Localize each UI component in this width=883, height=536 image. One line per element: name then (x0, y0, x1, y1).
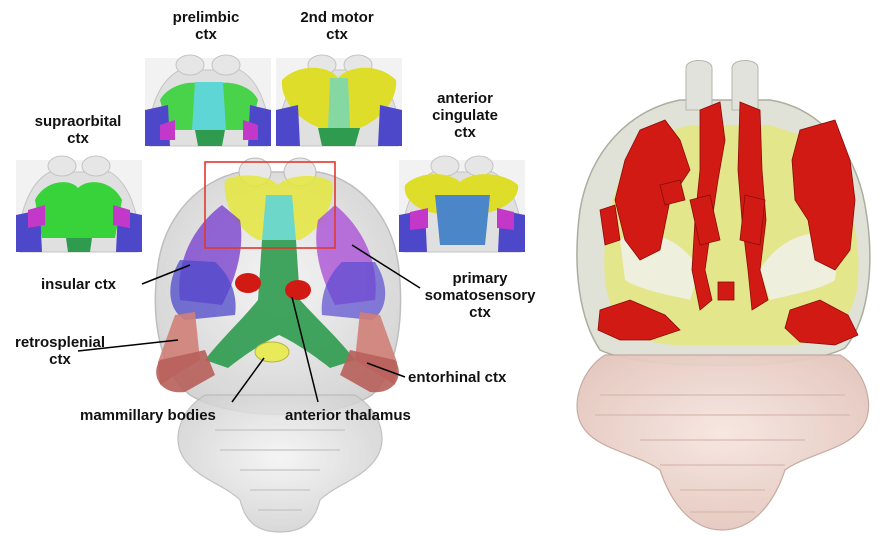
label-prelimbic: prelimbic ctx (156, 9, 256, 43)
label-anterior-cingulate: anterior cingulate ctx (415, 90, 515, 141)
inset-motor (276, 55, 402, 146)
label-anterior-cingulate-line1: anterior (415, 90, 515, 107)
main-thalamus-right (285, 280, 311, 300)
right-olfactory-right (732, 61, 758, 111)
label-entorhinal: entorhinal ctx (408, 369, 506, 386)
label-anterior-cingulate-line3: ctx (415, 124, 515, 141)
label-anterior-cingulate-line2: cingulate (415, 107, 515, 124)
label-2nd-motor-line1: 2nd motor (287, 9, 387, 26)
label-supraorbital: supraorbital ctx (18, 113, 138, 147)
main-prelimbic-region (262, 195, 296, 240)
label-2nd-motor-line2: ctx (287, 26, 387, 43)
label-primary-somatosensory-line3: ctx (412, 304, 548, 321)
label-2nd-motor: 2nd motor ctx (287, 9, 387, 43)
label-supraorbital-line1: supraorbital (18, 113, 138, 130)
label-retrosplenial-line2: ctx (4, 351, 116, 368)
inset-supraorbital (16, 156, 142, 252)
label-primary-somatosensory-line1: primary (412, 270, 548, 287)
label-anterior-thalamus: anterior thalamus (285, 407, 411, 424)
label-primary-somatosensory: primary somatosensory ctx (412, 270, 548, 321)
label-retrosplenial: retrosplenial ctx (4, 334, 116, 368)
label-prelimbic-line2: ctx (156, 26, 256, 43)
label-insular: insular ctx (41, 276, 116, 293)
label-prelimbic-line1: prelimbic (156, 9, 256, 26)
main-thalamus-left (235, 273, 261, 293)
right-brain (577, 61, 870, 531)
label-supraorbital-line2: ctx (18, 130, 138, 147)
right-cerebellum (577, 355, 869, 530)
label-mammillary: mammillary bodies (80, 407, 216, 424)
main-mammillary (255, 342, 289, 362)
main-brain (155, 158, 400, 532)
inset-prelimbic (145, 55, 271, 146)
inset-anterior-cingulate (399, 156, 525, 252)
label-retrosplenial-line1: retrosplenial (4, 334, 116, 351)
right-olfactory-left (686, 61, 712, 111)
label-primary-somatosensory-line2: somatosensory (412, 287, 548, 304)
